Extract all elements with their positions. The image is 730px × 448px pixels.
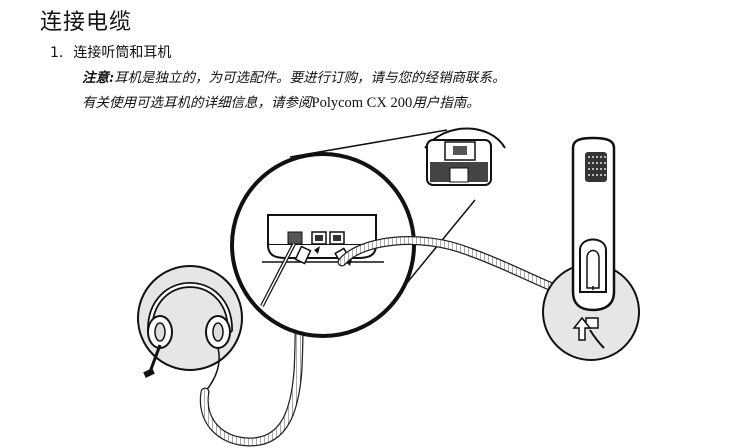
note-reference-suffix: 用户指南。 <box>412 95 480 111</box>
phone-base-rear-view <box>424 127 506 186</box>
headset-inset <box>137 265 243 393</box>
note-reference-prefix: 有关使用可选耳机的详细信息，请参阅 <box>82 95 312 111</box>
note-line-2: 有关使用可选耳机的详细信息，请参阅Polycom CX 200用户指南。 <box>82 91 480 112</box>
note-line-1: 注意:耳机是独立的，为可选配件。要进行订购，请与您的经销商联系。 <box>82 66 505 86</box>
step-heading: 1. 连接听筒和耳机 <box>50 42 171 62</box>
note-text: 耳机是独立的，为可选配件。要进行订购，请与您的经销商联系。 <box>113 70 506 86</box>
page-title: 连接电缆 <box>40 10 133 35</box>
note-label: 注意: <box>82 70 114 86</box>
step-number: 1. <box>50 45 64 61</box>
connector-zoom-inset <box>230 152 416 338</box>
product-name: Polycom CX 200 <box>311 95 413 111</box>
step-text: 连接听筒和耳机 <box>73 45 172 61</box>
handset-inset <box>542 136 640 361</box>
